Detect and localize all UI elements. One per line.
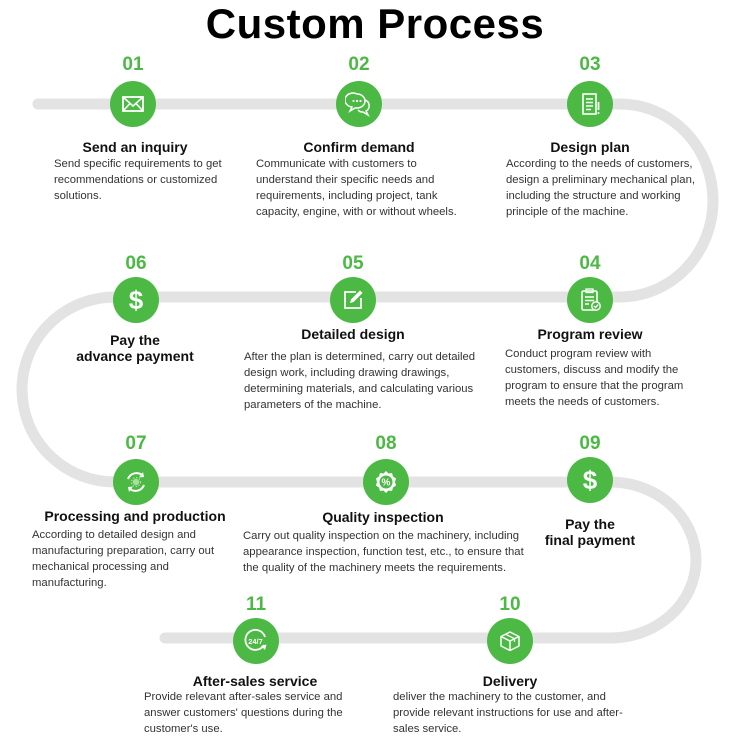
step-07-title: Processing and production [44,508,226,524]
gear-cycle-icon [127,472,145,492]
step-07-description: According to detailed design and manufac… [32,529,215,589]
step-01-node [110,81,156,127]
quality-badge-icon: % [376,471,396,493]
step-07-number: 07 [125,433,147,454]
step-06-number: 06 [125,253,147,274]
step-06-title: Pay the advance payment [60,332,210,364]
step-05-number: 05 [342,253,364,274]
step-09-title-line2: final payment [544,532,636,548]
step-01-number: 01 [122,54,144,75]
step-03-number: 03 [579,54,601,75]
chat-bubbles-icon [345,92,370,117]
step-04-description: Conduct program review with customers, d… [505,348,684,408]
step-05-node [330,277,376,323]
step-03-node [567,81,613,127]
step-01-title: Send an inquiry [82,139,188,155]
page-title: Custom Process [205,0,545,47]
package-icon [500,631,520,652]
step-09-title-line1: Pay the [565,516,615,532]
step-11-node: 24/7 [233,618,279,664]
svg-text:$: $ [583,466,598,494]
step-03-description: According to the needs of customers, des… [506,158,696,218]
step-11-number: 11 [245,594,267,615]
dollar-icon: $ [583,466,598,494]
step-02-number: 02 [348,54,370,75]
step-06-title-line2: advance payment [76,348,194,364]
step-11-description: Provide relevant after-sales service and… [144,691,343,735]
step-02-node [336,81,382,127]
step-08-description: Carry out quality inspection on the mach… [243,530,524,574]
step-05-title: Detailed design [301,326,405,342]
step-06-title-line1: Pay the [110,332,160,348]
step-04-number: 04 [579,253,601,274]
step-06-node: $ [113,277,159,323]
step-08-title: Quality inspection [322,509,444,525]
step-08-node: % [363,459,409,505]
step-07-node [113,459,159,505]
step-08-number: 08 [375,433,397,454]
step-09-title: Pay the final payment [520,516,660,548]
step-09-number: 09 [579,433,601,454]
svg-text:$: $ [129,286,144,314]
support-24-7-icon: 24/7 [244,628,267,651]
step-01-description: Send specific requirements to get recomm… [54,158,222,202]
step-09-node: $ [567,457,613,503]
step-10-node [487,618,533,664]
svg-text:%: % [382,478,391,489]
clipboard-check-icon [581,288,601,311]
step-10-title: Delivery [482,673,538,689]
svg-text:24/7: 24/7 [248,637,263,646]
step-04-node [567,277,613,323]
step-03-title: Design plan [550,139,630,155]
step-11-title: After-sales service [192,673,318,689]
step-05-description: After the plan is determined, carry out … [244,351,476,411]
step-02-title: Confirm demand [303,139,415,155]
step-02-description: Communicate with customers to understand… [256,158,457,218]
dollar-icon: $ [129,286,144,314]
step-10-description: deliver the machinery to the customer, a… [393,691,623,735]
envelope-icon [122,96,144,112]
step-04-title: Program review [537,326,643,342]
edit-icon [344,290,363,309]
document-icon [582,93,600,115]
step-10-number: 10 [499,594,521,615]
